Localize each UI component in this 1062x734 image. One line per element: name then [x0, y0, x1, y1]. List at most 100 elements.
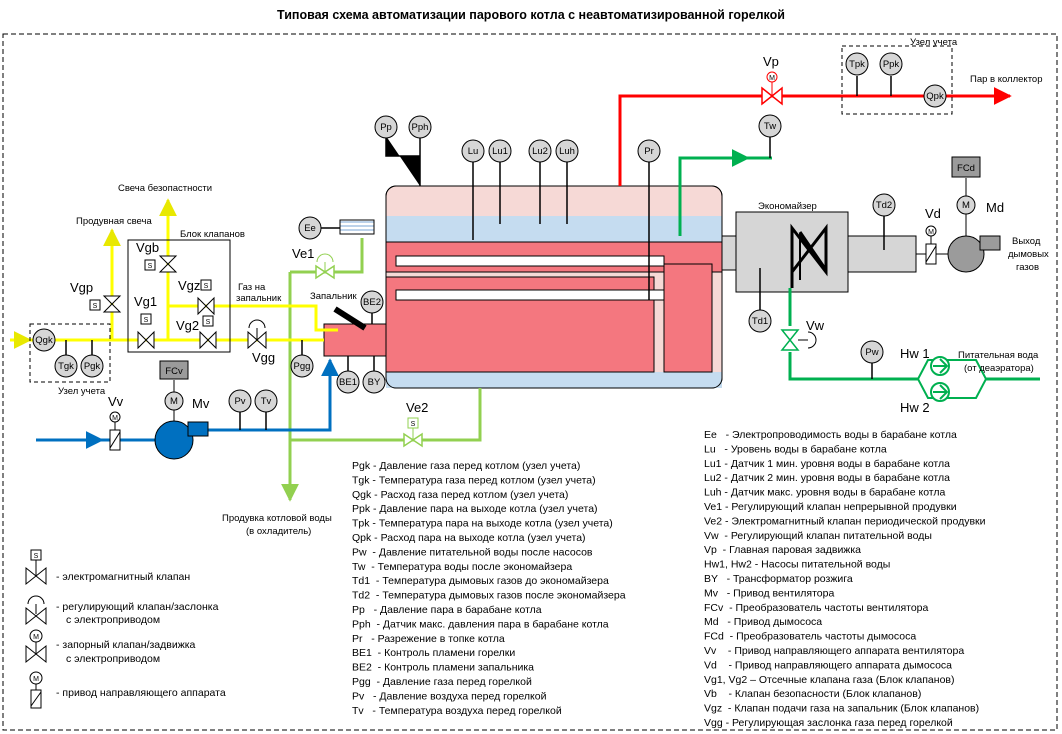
- ve1-valve[interactable]: [315, 253, 335, 280]
- instrument-tpk[interactable]: Tpk: [845, 52, 869, 76]
- ve2-valve[interactable]: S: [403, 417, 423, 448]
- legend-right-item-10: BY - Трансформатор розжига: [704, 573, 853, 585]
- svg-text:BE1: BE1: [339, 377, 357, 388]
- fcd-converter[interactable]: FCd: [951, 156, 981, 178]
- valve-block-label: Блок клапанов: [180, 229, 245, 240]
- instrument-by[interactable]: BY: [362, 370, 386, 394]
- diagram-title: Типовая схема автоматизации парового кот…: [277, 8, 785, 22]
- valve-block: [127, 239, 231, 353]
- svg-text:Lu: Lu: [468, 146, 479, 157]
- igniter-label: Запальник: [310, 291, 357, 302]
- fcv-converter[interactable]: FCv: [159, 360, 189, 380]
- svg-text:BY: BY: [368, 377, 381, 388]
- feed-water-label-1: Питательная вода: [958, 350, 1039, 361]
- instrument-qgk[interactable]: Qgk: [32, 328, 56, 352]
- mv-motor[interactable]: M: [164, 391, 184, 411]
- sym-legend-guide: - привод направляющего аппарата: [56, 687, 226, 699]
- svg-text:Tv: Tv: [261, 396, 272, 407]
- vp-valve[interactable]: M: [761, 71, 783, 106]
- steam-meter-node: [841, 45, 953, 115]
- mv-label: Mv: [192, 396, 210, 411]
- legend-right-item-0: Ee - Электропроводимость воды в барабане…: [704, 429, 957, 441]
- svg-text:FCd: FCd: [957, 163, 975, 174]
- blowdown-label-2: (в охладитель): [246, 526, 311, 537]
- vgb-valve[interactable]: S: [144, 255, 178, 273]
- feed-pumps[interactable]: [916, 356, 988, 402]
- economizer: [721, 211, 917, 293]
- instrument-pph[interactable]: Pph: [408, 115, 432, 139]
- vgp-valve[interactable]: S: [89, 295, 122, 313]
- legend-middle-item-17: Tv - Температура воздуха перед горелкой: [352, 705, 562, 717]
- instrument-luh[interactable]: Luh: [555, 139, 579, 163]
- svg-text:M: M: [112, 415, 118, 422]
- blowdown-label-1: Продувка котловой воды: [222, 513, 332, 524]
- gas-lines: [10, 198, 338, 342]
- legend-right-item-12: FCv - Преобразователь частоты вентилятор…: [704, 602, 929, 614]
- instrument-qpk[interactable]: Qpk: [923, 84, 947, 108]
- svg-text:S: S: [204, 283, 209, 290]
- svg-text:Tpk: Tpk: [849, 59, 865, 70]
- svg-text:Td1: Td1: [752, 316, 768, 327]
- smoke-exhauster[interactable]: [947, 235, 1001, 273]
- instrument-pp[interactable]: Pp: [374, 115, 398, 139]
- flue-gas-out-3: газов: [1016, 262, 1039, 273]
- sym-legend-control-2: с электроприводом: [66, 614, 160, 626]
- svg-text:S: S: [411, 421, 416, 428]
- feed-water-label-2: (от деаэратора): [964, 363, 1034, 374]
- gas-meter-node-label: Узел учета: [58, 386, 106, 397]
- purge-candle-label: Продувная свеча: [76, 216, 152, 227]
- svg-text:Pgg: Pgg: [294, 361, 311, 372]
- sym-legend-shutoff: - запорный клапан/задвижка: [56, 639, 196, 651]
- legend-right-item-7: Vw - Регулирующий клапан питательной вод…: [704, 530, 932, 542]
- vp-label: Vp: [763, 54, 779, 69]
- vgg-valve[interactable]: [247, 319, 267, 350]
- instrument-pr[interactable]: Pr: [637, 139, 661, 163]
- legend-middle-item-4: Tpk - Температура пара на выходе котла (…: [352, 518, 613, 530]
- instrument-be1[interactable]: BE1: [336, 370, 360, 394]
- symbols-legend: S M M: [25, 549, 47, 709]
- instrument-tgk[interactable]: Tgk: [54, 354, 78, 378]
- instrument-lu[interactable]: Lu: [461, 139, 485, 163]
- instrument-pgk[interactable]: Pgk: [80, 354, 104, 378]
- svg-text:S: S: [206, 319, 211, 326]
- vd-label: Vd: [925, 206, 941, 221]
- legend-right-item-8: Vp - Главная паровая задвижка: [704, 544, 861, 556]
- hw2-label: Hw 2: [900, 400, 930, 415]
- legend-middle-item-14: BE2 - Контроль пламени запальника: [352, 662, 534, 674]
- flue-gas-out-2: дымовых: [1008, 249, 1049, 260]
- blower-fan[interactable]: [154, 420, 209, 460]
- legend-middle-item-7: Tw - Температура воды после экономайзера: [352, 561, 572, 573]
- legend-middle-item-9: Td2 - Температура дымовых газов после эк…: [352, 590, 626, 602]
- vg1-label: Vg1: [134, 294, 157, 309]
- md-label: Md: [986, 200, 1004, 215]
- vgz-valve[interactable]: S: [197, 279, 215, 316]
- svg-text:M: M: [962, 200, 970, 211]
- vgg-label: Vgg: [252, 350, 275, 365]
- instrument-td2[interactable]: Td2: [872, 193, 896, 217]
- legend-right-item-19: Vgz - Клапан подачи газа на запальник (Б…: [704, 703, 979, 715]
- md-motor[interactable]: M: [956, 195, 976, 215]
- svg-text:Lu1: Lu1: [492, 146, 508, 157]
- instrument-tw[interactable]: Tw: [758, 114, 782, 138]
- svg-text:Pr: Pr: [644, 146, 654, 157]
- instrument-tv[interactable]: Tv: [254, 389, 278, 413]
- svg-text:Qgk: Qgk: [35, 335, 53, 346]
- instrument-be2[interactable]: BE2: [360, 290, 384, 314]
- instrument-lu2[interactable]: Lu2: [528, 139, 552, 163]
- vg1-valve[interactable]: S: [137, 313, 155, 350]
- legend-right: Ee - Электропроводимость воды в барабане…: [704, 429, 986, 729]
- instrument-pv[interactable]: Pv: [228, 389, 252, 413]
- svg-text:M: M: [33, 634, 39, 641]
- instrument-ppk[interactable]: Ppk: [879, 52, 903, 76]
- svg-text:Pv: Pv: [234, 396, 245, 407]
- instrument-ee[interactable]: Ee: [298, 216, 322, 240]
- svg-text:Ppk: Ppk: [883, 59, 900, 70]
- vg2-valve[interactable]: S: [199, 315, 217, 350]
- instrument-pw[interactable]: Pw: [860, 340, 884, 364]
- instrument-lu1[interactable]: Lu1: [488, 139, 512, 163]
- instrument-td1[interactable]: Td1: [748, 309, 772, 333]
- vw-valve[interactable]: [780, 329, 817, 351]
- svg-text:S: S: [34, 553, 39, 560]
- instrument-pgg[interactable]: Pgg: [290, 354, 314, 378]
